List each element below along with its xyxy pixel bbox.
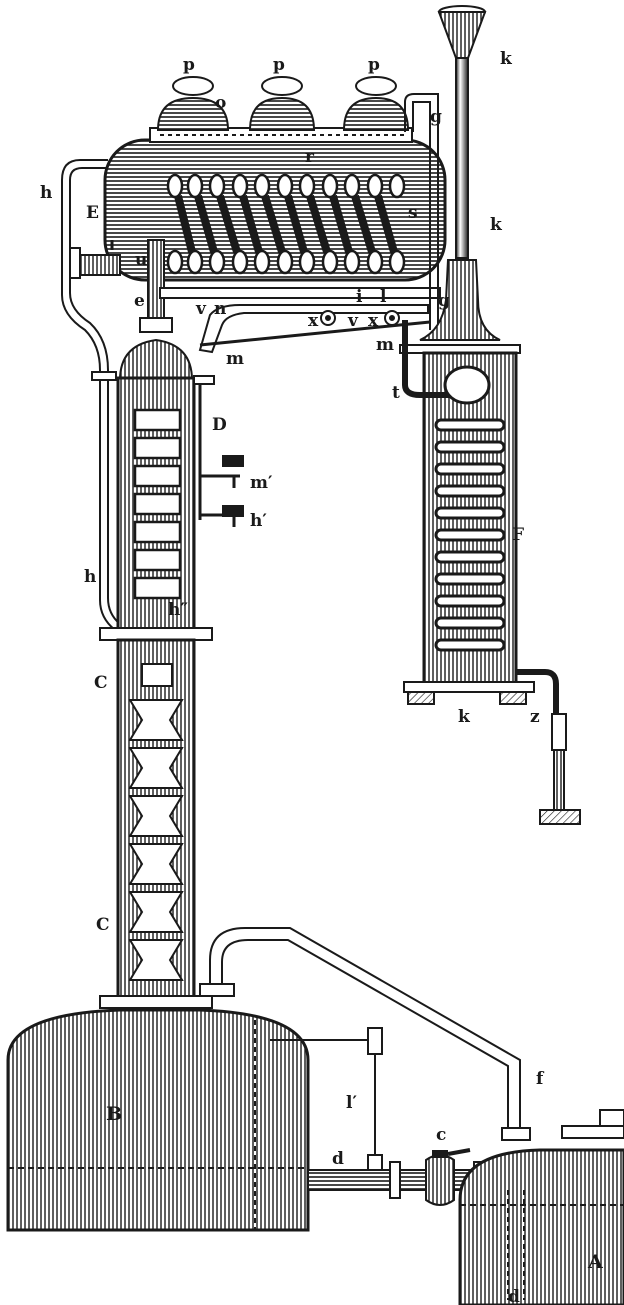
label-t: t (392, 383, 400, 403)
label-r: r (305, 147, 315, 167)
condenser-tank-E (69, 76, 447, 282)
dome-p-1 (156, 76, 230, 131)
label-C-upper: C (94, 673, 108, 693)
tap-h-prime (200, 505, 244, 527)
label-h-dprime: h″ (168, 600, 188, 620)
diagram-labels: p p p o g k r h E s k u e v n i l g x v … (40, 49, 603, 1305)
label-p-2: p (273, 55, 285, 75)
label-l: l (380, 287, 387, 307)
column-C (99, 638, 213, 1009)
label-x-left: x (308, 311, 319, 331)
label-v-mid: v (347, 311, 359, 331)
condenser-F-coil (434, 418, 506, 652)
label-k-bottom: k (458, 707, 471, 727)
label-m-right: m (376, 335, 394, 355)
label-h-prime: h′ (250, 511, 267, 531)
pipe-h (61, 159, 131, 641)
column-C-plates (128, 663, 184, 981)
condenser-coils (166, 173, 406, 275)
pipe-g (404, 93, 439, 330)
tap-m-prime (198, 380, 244, 520)
dome-p-3 (342, 76, 410, 131)
valve-c (425, 1148, 471, 1206)
label-p-3: p (368, 55, 380, 75)
label-c: c (436, 1125, 446, 1145)
pipe-f (199, 927, 531, 1141)
condenser-F (399, 259, 581, 825)
label-x-right: x (368, 311, 379, 331)
label-D: D (212, 415, 227, 435)
lever-bars (159, 287, 441, 385)
label-A: A (587, 1251, 603, 1273)
label-g-top: g (430, 107, 442, 127)
label-E: E (86, 203, 99, 223)
funnel-k (437, 5, 487, 259)
label-z: z (530, 707, 540, 727)
dome-p-2 (248, 76, 316, 131)
label-m-prime: m′ (250, 473, 273, 493)
label-p-1: p (183, 55, 195, 75)
label-d-bottom: d (508, 1287, 520, 1305)
column-D-trays (133, 408, 182, 600)
vessel-A (458, 1109, 624, 1305)
label-h-mid: h (84, 567, 96, 587)
label-u: u (135, 250, 147, 270)
label-d-mid: d (332, 1149, 344, 1169)
label-g-mid: g (438, 291, 450, 311)
column-D (99, 239, 213, 641)
label-l-prime: l′ (346, 1093, 357, 1113)
label-s: s (408, 203, 418, 223)
label-i: i (356, 287, 363, 307)
label-F: F (512, 525, 524, 545)
label-C-lower: C (96, 915, 110, 935)
label-B: B (106, 1103, 122, 1125)
label-k-mid: k (490, 215, 503, 235)
label-v-left: v (195, 299, 207, 319)
label-m-left: m (226, 349, 244, 369)
boiler-B (6, 1008, 310, 1232)
label-e: e (134, 291, 145, 311)
label-k-top: k (500, 49, 513, 69)
label-o: o (215, 93, 226, 113)
label-h-top: h (40, 183, 52, 203)
label-n: n (214, 299, 226, 319)
label-f: f (536, 1069, 545, 1089)
